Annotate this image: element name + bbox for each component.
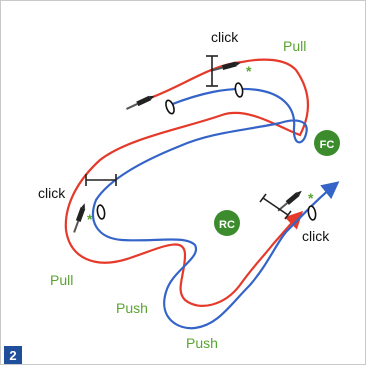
fc-badge: FC: [314, 130, 340, 156]
click-label-left: click: [38, 185, 66, 201]
micropipette-icon: [126, 95, 155, 110]
cell-ring-icon: [96, 204, 106, 220]
micropipette-icon: [73, 203, 86, 233]
push-label-middle: Push: [116, 300, 148, 316]
blue-push-path: [91, 87, 340, 330]
rc-badge-label: RC: [219, 219, 235, 231]
pull-label-top: Pull: [283, 38, 306, 54]
fc-badge-label: FC: [320, 139, 335, 151]
rc-badge: RC: [214, 210, 240, 236]
asterisk-marker-icon: *: [246, 63, 252, 79]
click-label-top: click: [211, 29, 239, 45]
asterisk-marker-icon: *: [308, 190, 314, 206]
measurement-bracket-icon: [259, 193, 292, 220]
cell-ring-icon: [234, 82, 244, 98]
red-pull-path: [64, 58, 309, 307]
panel-number-badge: 2: [4, 346, 22, 364]
push-label-bottom: Push: [186, 335, 218, 351]
measurement-bracket-icon: [85, 174, 117, 186]
measurement-bracket-icon: [206, 55, 218, 87]
click-label-right: click: [302, 228, 330, 244]
cell-ring-icon: [165, 99, 175, 115]
cell-ring-icon: [307, 205, 317, 221]
micropipette-icon: [210, 61, 241, 72]
pull-label-left: Pull: [50, 272, 73, 288]
asterisk-marker-icon: *: [87, 211, 93, 227]
